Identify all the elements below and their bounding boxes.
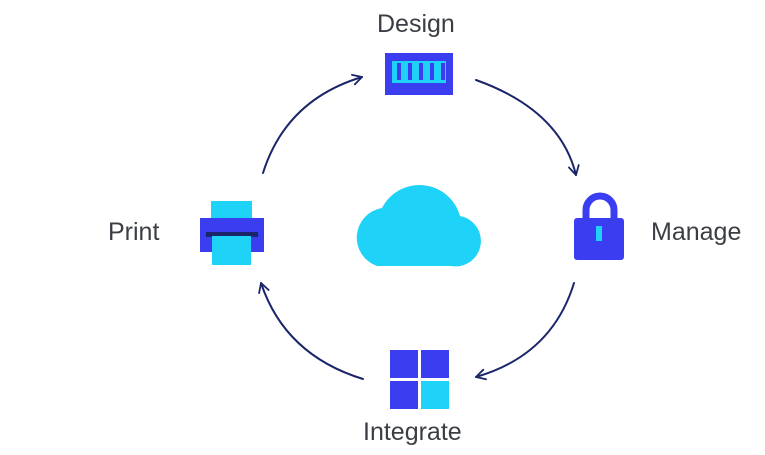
step-label-manage: Manage (651, 218, 742, 246)
arrow-integrate-to-print (258, 282, 364, 380)
windows-grid-icon (390, 350, 449, 409)
printer-icon (200, 201, 264, 265)
step-label-design: Design (377, 10, 455, 38)
lock-icon (574, 192, 624, 260)
arrow-print-to-design (262, 73, 363, 174)
step-label-integrate: Integrate (363, 418, 462, 446)
arrow-manage-to-integrate (475, 282, 575, 381)
cloud-icon (356, 184, 481, 267)
arrow-design-to-manage (475, 79, 580, 176)
step-label-print: Print (108, 218, 160, 246)
conveyor-icon (385, 53, 453, 95)
